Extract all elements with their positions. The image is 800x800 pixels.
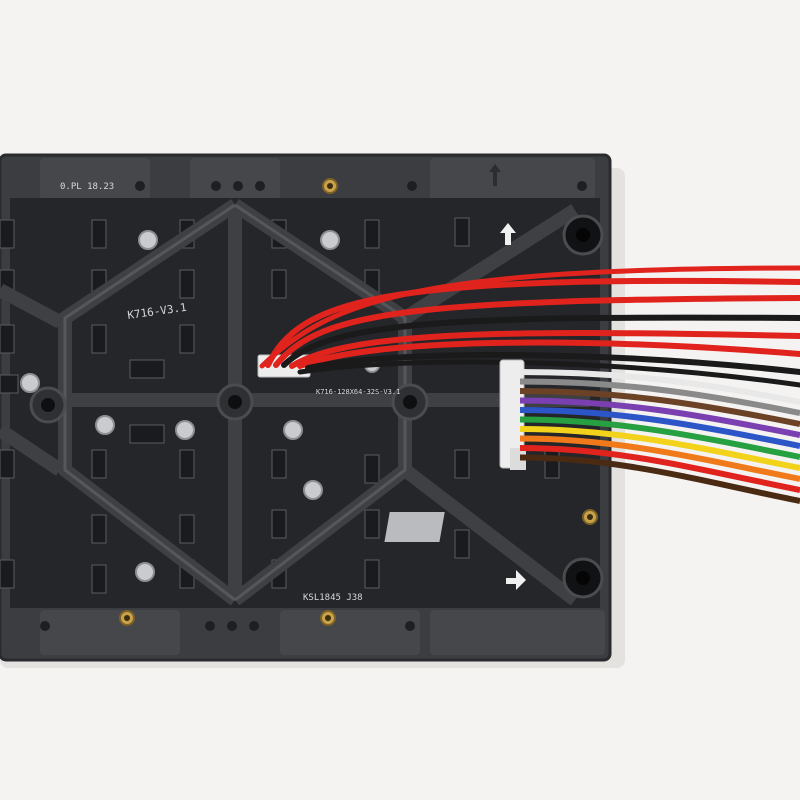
ribbon-wire bbox=[519, 369, 800, 405]
power-wires bbox=[259, 265, 800, 388]
ribbon-wire bbox=[519, 388, 800, 427]
ribbon-wire bbox=[519, 416, 800, 460]
mounting-posts bbox=[29, 214, 604, 599]
part-label: K716-128X64-32S-V3.1 bbox=[316, 388, 400, 396]
ribbon-wire bbox=[519, 435, 800, 482]
orientation-arrows bbox=[500, 223, 526, 590]
ribbon-wire bbox=[519, 397, 800, 438]
ribbon-wire bbox=[519, 407, 800, 449]
brass-inserts bbox=[119, 178, 598, 626]
capacitors bbox=[20, 230, 380, 582]
ribbon-wire bbox=[519, 454, 800, 504]
ribbon-wire bbox=[519, 426, 800, 471]
ribbon-wire bbox=[519, 378, 800, 416]
ribbon-wire bbox=[519, 445, 800, 493]
ribbon-cable bbox=[519, 369, 800, 504]
batch-label: KSL1845 J38 bbox=[303, 593, 363, 603]
frame-marking: 0.PL 18.23 bbox=[60, 182, 114, 192]
